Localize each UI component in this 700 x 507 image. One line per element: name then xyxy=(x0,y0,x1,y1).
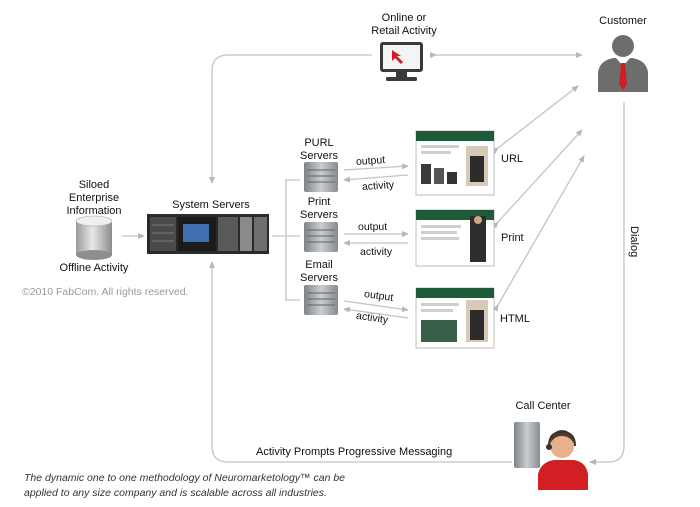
purl-output-label: output xyxy=(355,153,386,169)
call-center-label: Call Center xyxy=(515,400,571,412)
computer-monitor-icon xyxy=(380,42,423,81)
url-customer-arrow xyxy=(491,85,579,155)
dialog-line xyxy=(589,102,625,465)
siloed-label-line2: Enterprise xyxy=(68,192,120,204)
siloed-label-line3: Information xyxy=(66,205,122,217)
print-page-thumbnail xyxy=(415,209,495,267)
purl-activity-arrow xyxy=(343,174,409,183)
caption-text: The dynamic one to one methodology of Ne… xyxy=(24,471,345,501)
online-to-servers-line xyxy=(209,54,372,184)
print-customer-arrow xyxy=(491,129,583,229)
html-page-thumbnail xyxy=(415,287,495,349)
caption-line2: applied to any size company and is scala… xyxy=(24,487,327,499)
progressive-line xyxy=(209,261,512,463)
email-output-arrow xyxy=(343,300,409,313)
print-output-label: output xyxy=(358,221,388,233)
email-activity-arrow xyxy=(343,306,409,319)
servers-to-stacks-line xyxy=(272,179,300,301)
purl-servers-line1: PURL xyxy=(304,137,334,149)
customer-icon xyxy=(598,35,648,92)
html-label: HTML xyxy=(500,313,530,325)
email-server-icon xyxy=(304,285,338,315)
siloed-label: Siloed Enterprise Information xyxy=(58,179,130,218)
print-servers-line2: Servers xyxy=(300,209,338,221)
url-label: URL xyxy=(501,153,524,165)
email-servers-label: Email Servers xyxy=(296,259,342,285)
siloed-label-line1: Siloed xyxy=(78,179,110,191)
database-icon xyxy=(75,215,113,260)
print-activity-label: activity xyxy=(360,246,393,258)
email-servers-line1: Email xyxy=(305,259,333,271)
system-servers-image xyxy=(147,214,269,254)
offline-activity-label: Offline Activity xyxy=(59,262,129,274)
online-retail-label-line1: Online or xyxy=(381,12,427,24)
customer-label: Customer xyxy=(599,15,647,27)
system-servers-label: System Servers xyxy=(172,199,250,211)
purl-servers-label: PURL Servers xyxy=(296,137,342,163)
caption-line1: The dynamic one to one methodology of Ne… xyxy=(24,472,346,484)
online-retail-label-line2: Retail Activity xyxy=(371,25,437,37)
purl-servers-line2: Servers xyxy=(300,150,338,162)
email-servers-line2: Servers xyxy=(300,272,338,284)
print-servers-line1: Print xyxy=(307,196,331,208)
purl-output-arrow xyxy=(343,163,409,171)
call-center-icon xyxy=(514,422,588,490)
copyright-text: ©2010 FabCom. All rights reserved. xyxy=(22,286,189,298)
purl-server-icon xyxy=(304,162,338,192)
online-retail-label: Online or Retail Activity xyxy=(364,12,444,38)
html-customer-arrow xyxy=(492,155,585,312)
purl-activity-label: activity xyxy=(361,178,395,194)
print-label: Print xyxy=(501,232,524,244)
print-server-icon xyxy=(304,222,338,252)
dialog-label: Dialog xyxy=(628,226,640,258)
print-servers-label: Print Servers xyxy=(296,196,342,222)
url-page-thumbnail xyxy=(415,130,495,196)
connector-lines xyxy=(122,52,625,465)
progressive-messaging-label: Activity Prompts Progressive Messaging xyxy=(256,446,453,458)
